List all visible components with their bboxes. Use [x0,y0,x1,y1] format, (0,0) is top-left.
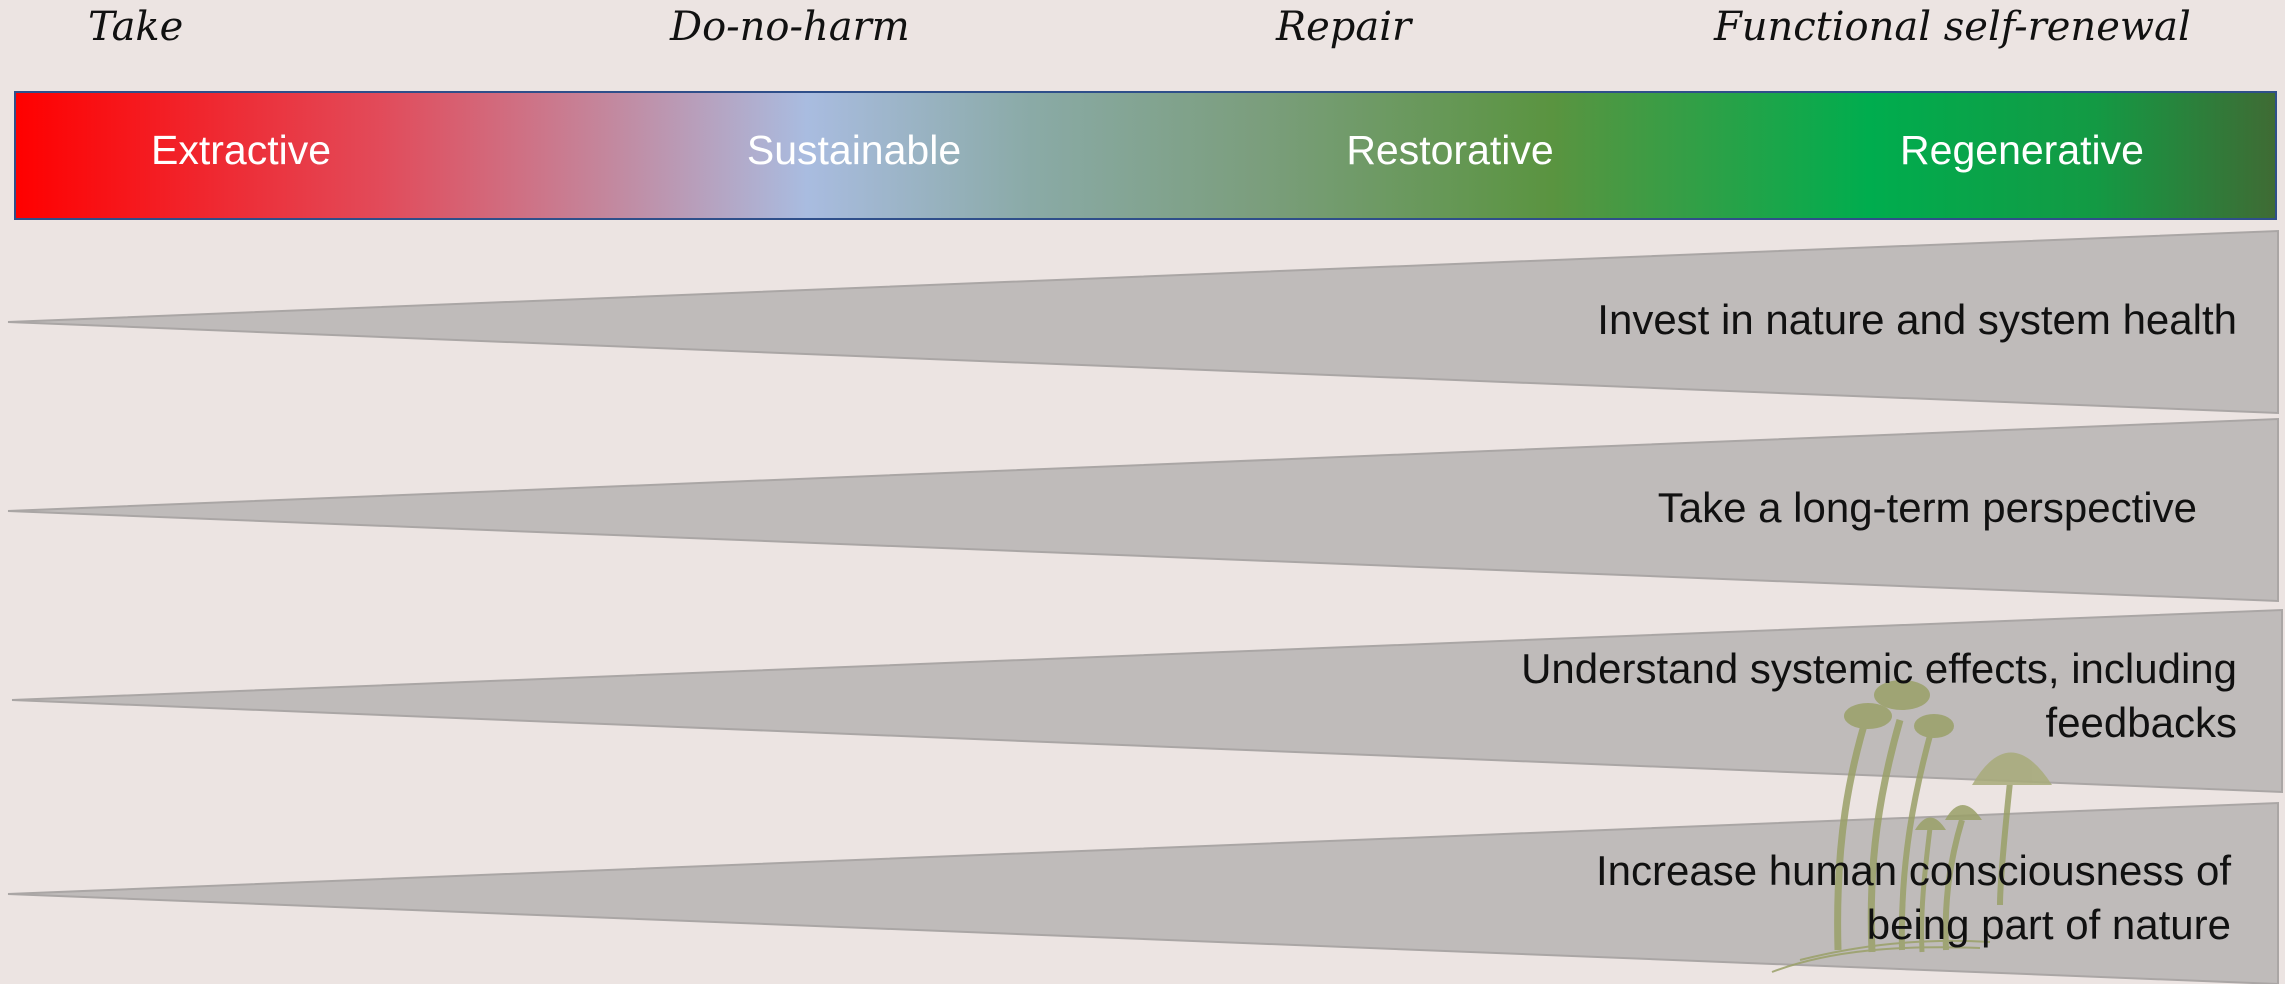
spectrum-label-restorative: Restorative [1346,127,1554,173]
wedge-long-term-perspective [7,417,2279,603]
wedge-text-line: being part of nature [1866,901,2231,948]
stage-label-do-no-harm: Do-no-harm [670,4,910,50]
stage-label-functional-self-renewal: Functional self-renewal [1714,4,2191,50]
spectrum-label-extractive: Extractive [151,127,331,173]
wedge-text-invest-in-nature: Invest in nature and system health [1597,293,2237,347]
mushroom-cluster-icon [1771,680,2052,973]
wedge-text-line: feedbacks [2045,699,2237,746]
sustainability-spectrum-bar: Extractive Sustainable Restorative Regen… [14,91,2277,220]
wedge-text-line: Take a long-term perspective [1657,484,2197,531]
wedge-text-line: Understand systemic effects, including [1521,645,2237,692]
stage-label-repair: Repair [1276,4,1412,50]
wedge-text-line: Invest in nature and system health [1597,296,2237,343]
spectrum-label-sustainable: Sustainable [746,127,962,173]
wedge-text-long-term-perspective: Take a long-term perspective [1658,481,2197,535]
wedge-text-systemic-effects: Understand systemic effects, including f… [1521,642,2237,750]
wedge-text-line: Increase human consciousness of [1595,847,2231,894]
wedge-text-human-consciousness: Increase human consciousness of being pa… [1596,844,2231,952]
stage-label-take: Take [88,4,184,50]
wedge-invest-in-nature [7,229,2279,415]
wedge-human-consciousness [7,801,2279,984]
spectrum-label-regenerative: Regenerative [1900,127,2144,173]
wedge-systemic-effects [11,608,2283,794]
